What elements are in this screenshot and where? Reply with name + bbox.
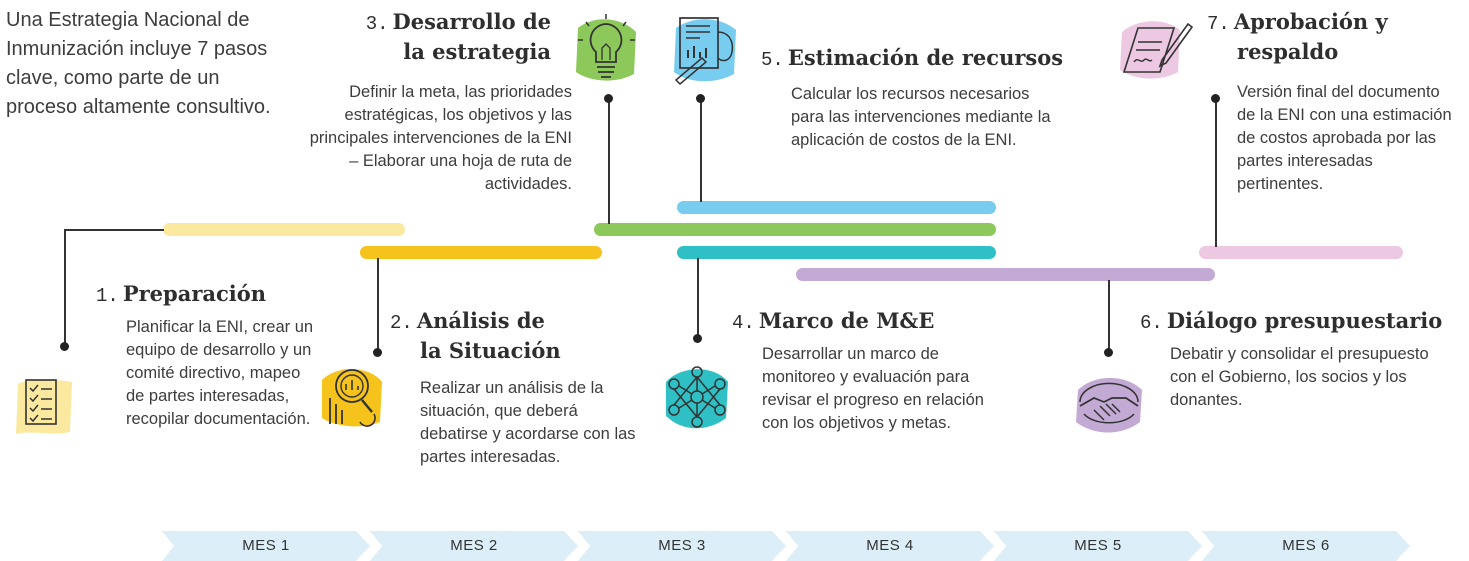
bar-step-7 <box>1199 246 1403 259</box>
handshake-icon <box>1076 378 1142 433</box>
step-5-title: 5.Estimación de recursos <box>761 45 1064 71</box>
step-7-title: 7.Aprobación y respaldo <box>1207 9 1388 64</box>
month-5-label: MES 5 <box>1074 537 1122 554</box>
step-6-title: 6.Diálogo presupuestario <box>1140 308 1443 334</box>
step-5-description: Calcular los recursos necesarios para la… <box>791 85 1051 149</box>
month-1: MES 1 <box>162 531 370 561</box>
checklist-icon <box>16 379 72 434</box>
month-2: MES 2 <box>370 531 578 561</box>
magnifier-chart-icon <box>322 368 382 427</box>
lightbulb-icon <box>576 14 636 81</box>
bar-step-5 <box>677 201 996 214</box>
intro-text: Una Estrategia Nacional de Inmunización … <box>6 9 271 118</box>
step-3-description: Definir la meta, las prioridades estraté… <box>309 83 572 193</box>
bar-step-2 <box>360 246 602 259</box>
step-3-title: 3.Desarrollo de la estrategia <box>365 9 551 64</box>
step-4-description: Desarrollar un marco de monitoreo y eval… <box>762 345 984 432</box>
step-1-title: 1.Preparación <box>96 281 267 307</box>
step-7-description: Versión final del documento de la ENI co… <box>1237 83 1452 193</box>
month-2-label: MES 2 <box>450 537 498 554</box>
network-icon <box>666 366 728 429</box>
step-2-title: 2.Análisis de la Situación <box>390 308 561 363</box>
step-1-description: Planificar la ENI, crear un equipo de de… <box>126 318 314 428</box>
signature-icon <box>1120 21 1194 79</box>
step-6-description: Debatir y consolidar el presupuesto con … <box>1170 345 1429 409</box>
month-3-label: MES 3 <box>658 537 706 554</box>
bar-step-3 <box>594 223 996 236</box>
bar-step-6 <box>796 268 1215 281</box>
month-6-label: MES 6 <box>1282 537 1330 554</box>
month-1-label: MES 1 <box>242 537 290 554</box>
step-2-description: Realizar un análisis de la situación, qu… <box>420 379 636 466</box>
month-5: MES 5 <box>994 531 1202 561</box>
month-3: MES 3 <box>578 531 786 561</box>
month-4: MES 4 <box>786 531 994 561</box>
bar-step-1 <box>163 223 405 236</box>
month-4-label: MES 4 <box>866 537 914 554</box>
document-chart-icon <box>674 17 736 86</box>
bar-step-4 <box>677 246 996 259</box>
step-4-title: 4.Marco de M&E <box>732 308 935 334</box>
month-6: MES 6 <box>1202 531 1410 561</box>
